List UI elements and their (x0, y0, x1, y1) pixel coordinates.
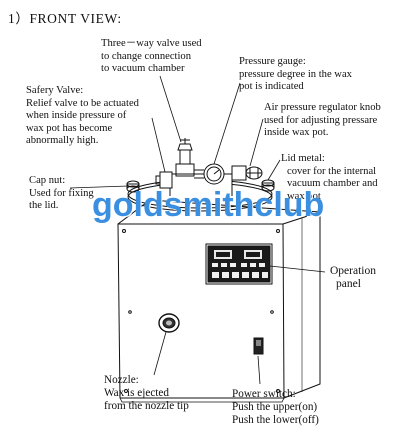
cap-nut-label: Cap nut: Used for fixing the lid. (29, 175, 94, 211)
pressure-gauge-label: Pressure gauge: pressure degree in the w… (239, 56, 352, 92)
page-title: 1）FRONT VIEW: (8, 11, 122, 26)
nozzle-label: Nozzle: Wax is ejected from the nozzle t… (104, 374, 189, 412)
power-switch-label: Power switch: Push the upper(on) Push th… (232, 388, 319, 426)
lid-metal-label: Lid metal: cover for the internal vacuum… (281, 153, 378, 202)
watermark: goldsmithclub (92, 186, 325, 224)
operation-panel-frame (205, 243, 273, 285)
cabinet-side (282, 211, 321, 399)
safety-valve-label: Safery Valve: Relief valve to be actuate… (26, 85, 139, 146)
air-regulator-label: Air pressure regulator knob used for adj… (264, 102, 381, 138)
three-way-valve-label: Three－way valve used to change connectio… (101, 38, 202, 74)
operation-panel-label: Operation panel (330, 265, 376, 290)
cabinet-top (117, 199, 321, 225)
